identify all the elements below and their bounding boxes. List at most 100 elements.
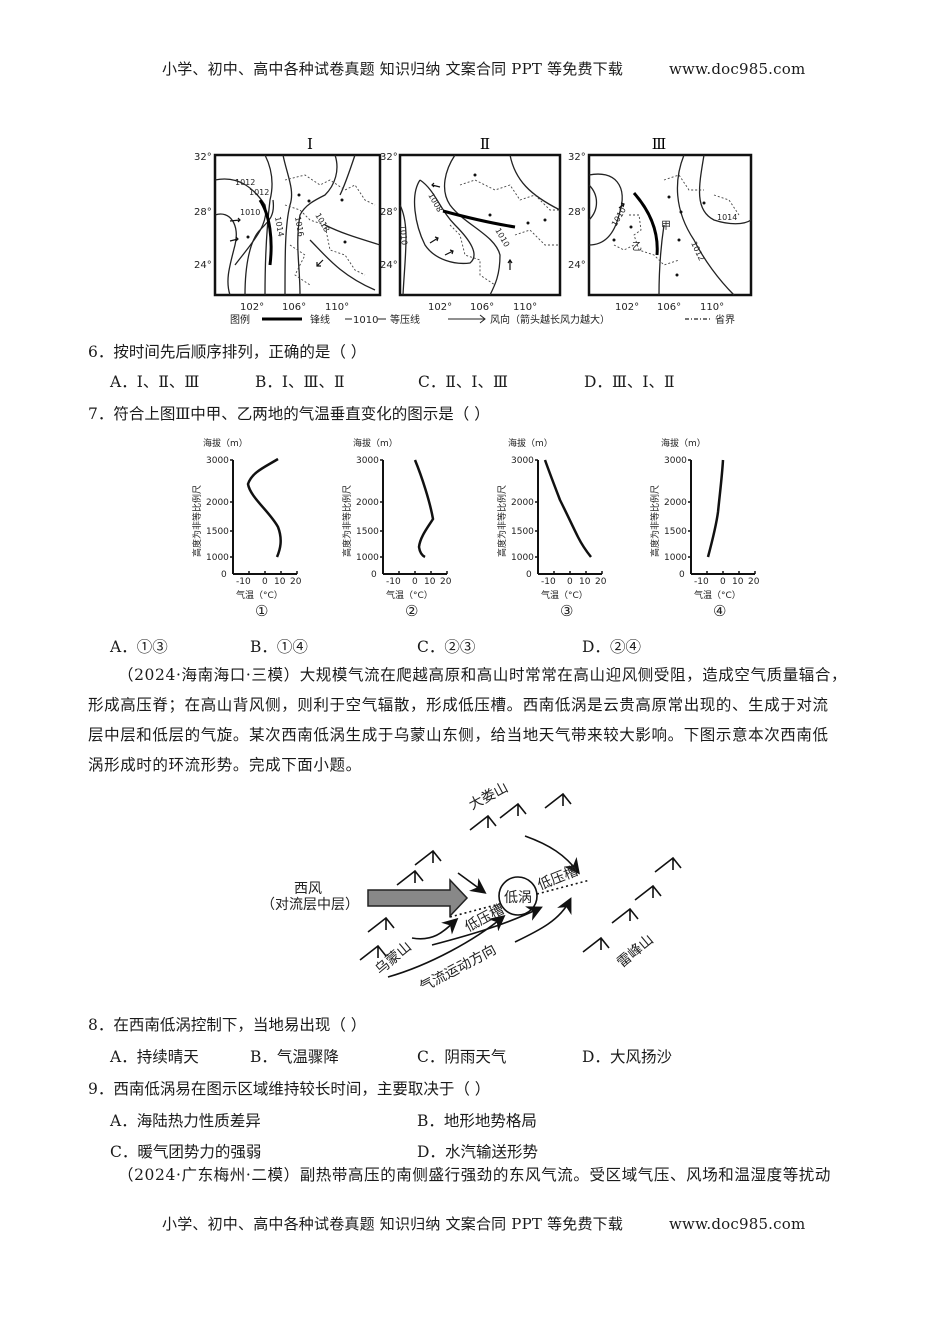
svg-text:102°: 102° — [240, 302, 264, 313]
svg-text:28°: 28° — [380, 207, 398, 218]
passage-1-line: 形成高压脊；在高山背风侧，则利于空气辐散，形成低压槽。西南低涡是云贵高原常出现的… — [88, 696, 829, 714]
svg-text:110°: 110° — [513, 302, 537, 313]
map-panel-2: Ⅱ 1008 1010 1010 — [398, 135, 562, 297]
svg-text:32°: 32° — [568, 152, 586, 163]
q7-option-a[interactable]: A．①③ — [110, 638, 168, 656]
svg-text:1010: 1010 — [398, 224, 409, 245]
svg-text:0: 0 — [221, 570, 227, 580]
svg-text:高度为非等比例尺: 高度为非等比例尺 — [341, 485, 353, 557]
passage-1-line: 涡形成时的环流形势。完成下面小题。 — [88, 756, 362, 774]
svg-text:1500: 1500 — [206, 527, 229, 537]
svg-text:高度为非等比例尺: 高度为非等比例尺 — [649, 485, 661, 557]
passage-2-line: （2024·广东梅州·二模）副热带高压的南侧盛行强劲的东风气流。受区域气压、风场… — [118, 1166, 832, 1184]
svg-text:省界: 省界 — [715, 313, 735, 326]
svg-text:0: 0 — [567, 577, 573, 587]
q6-option-b[interactable]: B．Ⅰ、Ⅲ、Ⅱ — [255, 373, 345, 391]
weather-map-figure: Ⅰ 1012 1012 1010 1014 1016 1018 Ⅱ 1008 1 — [194, 135, 753, 326]
svg-text:20: 20 — [440, 577, 452, 587]
svg-text:-10: -10 — [694, 577, 709, 587]
svg-text:气温（°C）: 气温（°C） — [386, 589, 433, 601]
svg-text:海拔（m）: 海拔（m） — [508, 437, 553, 449]
svg-text:1000: 1000 — [356, 553, 379, 563]
page-footer: 小学、初中、高中各种试卷真题 知识归纳 文案合同 PPT 等免费下载 www.d… — [162, 1213, 805, 1234]
header-url: www.doc985.com — [669, 60, 806, 78]
svg-text:气温（°C）: 气温（°C） — [694, 589, 741, 601]
svg-text:32°: 32° — [380, 152, 398, 163]
svg-text:102°: 102° — [615, 302, 639, 313]
svg-text:1500: 1500 — [664, 527, 687, 537]
svg-text:-10: -10 — [541, 577, 556, 587]
svg-text:图例: 图例 — [230, 313, 250, 326]
svg-text:1012: 1012 — [249, 188, 269, 197]
svg-text:2000: 2000 — [356, 498, 379, 508]
svg-text:1012: 1012 — [235, 178, 255, 187]
svg-text:106°: 106° — [282, 302, 306, 313]
svg-text:气流运动方向: 气流运动方向 — [417, 942, 499, 996]
svg-text:0: 0 — [262, 577, 268, 587]
q6-option-c[interactable]: C．Ⅱ、Ⅰ、Ⅲ — [418, 373, 508, 391]
map-panel-3: Ⅲ 1010 1014 1012 甲 乙 — [587, 135, 753, 297]
q9-option-d[interactable]: D．水汽输送形势 — [417, 1143, 538, 1161]
passage-1: （2024·海南海口·三模）大规模气流在爬越高原和高山时常常在高山迎风侧受阻，造… — [88, 660, 878, 780]
svg-text:（对流层中层）: （对流层中层） — [261, 897, 359, 913]
svg-text:1000: 1000 — [206, 553, 229, 563]
svg-text:106°: 106° — [657, 302, 681, 313]
q7-option-c[interactable]: C．②③ — [417, 638, 476, 656]
svg-text:1500: 1500 — [511, 527, 534, 537]
svg-text:Ⅰ: Ⅰ — [307, 135, 313, 153]
footer-url: www.doc985.com — [669, 1215, 806, 1233]
q8-option-b[interactable]: B．气温骤降 — [250, 1048, 339, 1066]
svg-text:0: 0 — [720, 577, 726, 587]
question-9-stem: 9．西南低涡易在图示区域维持较长时间，主要取决于（ ） — [88, 1080, 491, 1098]
svg-text:西风: 西风 — [294, 881, 322, 897]
svg-text:海拔（m）: 海拔（m） — [353, 437, 398, 449]
q9-option-c[interactable]: C．暖气团势力的强弱 — [110, 1143, 262, 1161]
svg-text:2000: 2000 — [664, 498, 687, 508]
q9-option-a[interactable]: A．海陆热力性质差异 — [110, 1112, 261, 1130]
svg-text:24°: 24° — [194, 260, 212, 271]
passage-1-line: 层中层和低层的气旋。某次西南低涡生成于乌蒙山东侧，给当地天气带来较大影响。下图示… — [88, 726, 829, 744]
svg-text:0: 0 — [371, 570, 377, 580]
passage-2: （2024·广东梅州·二模）副热带高压的南侧盛行强劲的东风气流。受区域气压、风场… — [118, 1160, 878, 1190]
svg-text:1010: 1010 — [353, 315, 378, 326]
svg-text:1016: 1016 — [293, 216, 305, 238]
svg-text:1000: 1000 — [664, 553, 687, 563]
svg-text:110°: 110° — [700, 302, 724, 313]
svg-text:1000: 1000 — [511, 553, 534, 563]
svg-text:10: 10 — [274, 577, 286, 587]
svg-text:32°: 32° — [194, 152, 212, 163]
map-panel-1: Ⅰ 1012 1012 1010 1014 1016 1018 — [213, 135, 382, 297]
svg-text:1014: 1014 — [273, 216, 285, 238]
question-7-stem: 7．符合上图Ⅲ中甲、乙两地的气温垂直变化的图示是（ ） — [88, 405, 490, 423]
q8-option-a[interactable]: A．持续晴天 — [110, 1048, 199, 1066]
q6-option-a[interactable]: A．Ⅰ、Ⅱ、Ⅲ — [110, 373, 200, 391]
question-6-stem: 6．按时间先后顺序排列，正确的是（ ） — [88, 343, 367, 361]
svg-text:28°: 28° — [568, 207, 586, 218]
svg-text:-10: -10 — [386, 577, 401, 587]
map-legend: 图例 锋线 1010 等压线 风向（箭头越长风力越大） 省界 — [230, 313, 735, 326]
svg-text:3000: 3000 — [511, 456, 534, 466]
svg-text:3000: 3000 — [664, 456, 687, 466]
passage-1-line: （2024·海南海口·三模）大规模气流在爬越高原和高山时常常在高山迎风侧受阻，造… — [118, 666, 848, 684]
page-header: 小学、初中、高中各种试卷真题 知识归纳 文案合同 PPT 等免费下载 www.d… — [162, 58, 805, 79]
q8-option-c[interactable]: C．阴雨天气 — [417, 1048, 507, 1066]
svg-text:0: 0 — [412, 577, 418, 587]
svg-text:气温（°C）: 气温（°C） — [236, 589, 283, 601]
q9-option-b[interactable]: B．地形地势格局 — [417, 1112, 537, 1130]
svg-text:3000: 3000 — [206, 456, 229, 466]
svg-text:10: 10 — [424, 577, 436, 587]
svg-text:锋线: 锋线 — [310, 313, 330, 326]
q7-option-b[interactable]: B．①④ — [250, 638, 308, 656]
header-text: 小学、初中、高中各种试卷真题 知识归纳 文案合同 PPT 等免费下载 — [162, 60, 624, 78]
q6-option-d[interactable]: D．Ⅲ、Ⅰ、Ⅱ — [584, 373, 675, 391]
svg-text:1010: 1010 — [240, 208, 260, 217]
svg-text:28°: 28° — [194, 207, 212, 218]
q7-option-d[interactable]: D．②④ — [582, 638, 641, 656]
q8-option-d[interactable]: D．大风扬沙 — [582, 1048, 672, 1066]
svg-text:大娄山: 大娄山 — [466, 780, 511, 814]
svg-text:③: ③ — [560, 602, 573, 620]
